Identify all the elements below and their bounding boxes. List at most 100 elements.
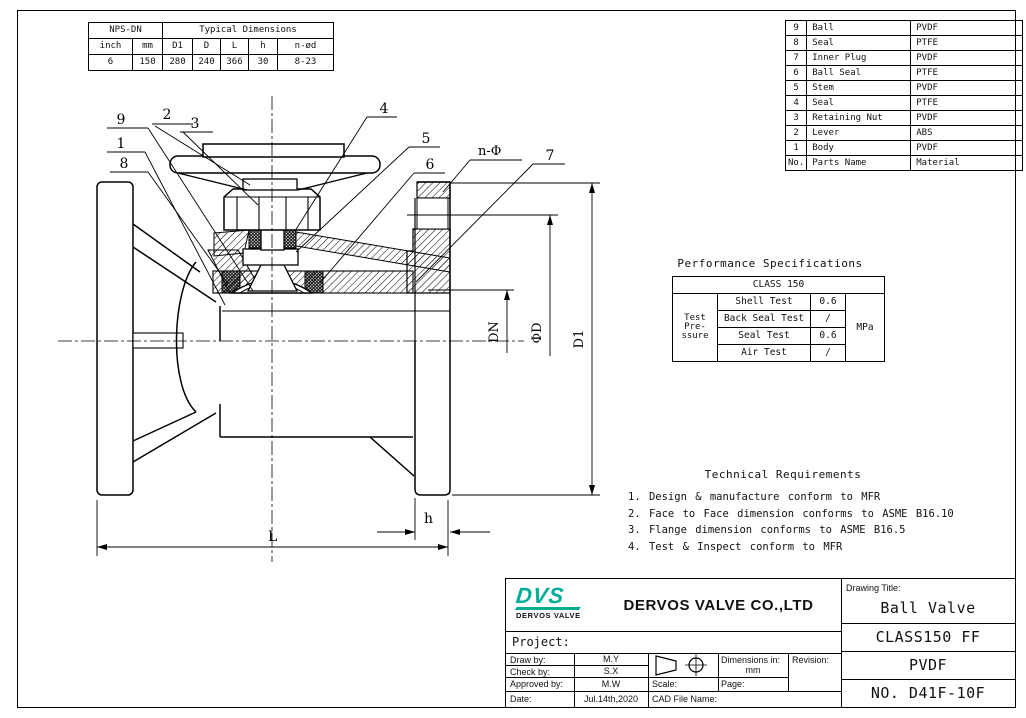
part-name: Ball <box>806 20 912 36</box>
callout-4: 4 <box>380 101 389 117</box>
part-material: PVDF <box>910 110 1024 126</box>
table-row: CLASS 150 <box>672 276 885 294</box>
drawing-title-label: Drawing Title: <box>846 583 901 593</box>
val-d1: 280 <box>162 54 193 71</box>
seal-sections <box>221 270 324 294</box>
table-row: 6 150 280 240 366 30 8-23 <box>88 54 334 71</box>
col-l: L <box>220 38 249 55</box>
unit-label: MPa <box>845 293 885 362</box>
val-inch: 6 <box>88 54 133 71</box>
project-label: Project: <box>512 635 570 649</box>
technical-requirements-title: Technical Requirements <box>704 468 862 481</box>
class-header: CLASS 150 <box>672 276 885 294</box>
part-no: 9 <box>784 20 808 36</box>
dimensions-in-label: Dimensions in: <box>721 655 781 665</box>
dim-label-phid: ΦD <box>530 322 545 343</box>
part-no: 8 <box>784 35 808 51</box>
dimension-labels: L h DN ΦD D1 n-Φ <box>268 144 587 545</box>
check-by-value: S.X <box>603 666 619 676</box>
val-mm: 150 <box>132 54 163 71</box>
part-no: 5 <box>784 80 808 96</box>
company-name: DERVOS VALVE CO.,LTD <box>623 596 814 614</box>
part-name: Retaining Nut <box>806 110 912 126</box>
scale-label: Scale: <box>652 679 678 689</box>
dim-label-dn: DN <box>487 321 502 343</box>
part-material: PVDF <box>910 80 1024 96</box>
date-value: Jul.14th,2020 <box>583 694 639 704</box>
company-logo: DVS DERVOS VALVE <box>515 583 596 621</box>
table-row: Test Pre- ssure Shell Test 0.6 MPa <box>672 293 885 362</box>
part-name: Body <box>806 140 912 156</box>
test-value: / <box>810 344 846 362</box>
part-no: 7 <box>784 50 808 66</box>
part-no: 3 <box>784 110 808 126</box>
part-name: Inner Plug <box>806 50 912 66</box>
col-inch: inch <box>88 38 133 55</box>
part-name: Lever <box>806 125 912 141</box>
part-material: PTFE <box>910 65 1024 81</box>
bolt-note-leader <box>442 159 522 193</box>
part-material: PVDF <box>910 20 1024 36</box>
typical-dimensions-header: Typical Dimensions <box>162 22 334 39</box>
logo-subtext: DERVOS VALVE <box>516 611 581 621</box>
technical-requirements-list: 1. Design & manufacture conform to MFR 2… <box>628 489 988 555</box>
header-parts-name: Parts Name <box>806 155 912 171</box>
parts-row: 9 Ball PVDF <box>784 20 1024 36</box>
part-no: 6 <box>784 65 808 81</box>
tech-item: 4. Test & Inspect conform to MFR <box>628 540 843 553</box>
callout-6: 6 <box>426 157 435 173</box>
col-d: D <box>192 38 221 55</box>
dimension-arrows <box>97 183 595 550</box>
dim-label-d1: D1 <box>572 330 587 349</box>
part-name: Seal <box>806 35 912 51</box>
material-value: PVDF <box>908 656 948 674</box>
part-no: 1 <box>784 140 808 156</box>
tech-item: 2. Face to Face dimension conforms to AS… <box>628 507 954 520</box>
val-d: 240 <box>192 54 221 71</box>
callout-9: 9 <box>117 112 126 128</box>
col-d1: D1 <box>162 38 193 55</box>
callout-8: 8 <box>120 156 129 172</box>
drawing-title-value: Ball Valve <box>880 599 976 617</box>
part-material: PVDF <box>910 50 1024 66</box>
callout-2: 2 <box>163 107 172 123</box>
table-row: inch mm D1 D L h n-ød <box>88 38 334 55</box>
callout-1: 1 <box>117 136 126 152</box>
val-nod: 8-23 <box>277 54 334 71</box>
part-no: 2 <box>784 125 808 141</box>
test-pressure-label: Test Pre- ssure <box>672 293 718 362</box>
page-label: Page: <box>721 679 745 689</box>
test-name: Shell Test <box>717 293 811 311</box>
centerlines <box>58 96 524 562</box>
callout-numbers: 9 2 3 1 8 4 5 6 7 <box>117 101 555 173</box>
test-value: 0.6 <box>810 327 846 345</box>
stem-assembly <box>169 143 381 292</box>
performance-table: CLASS 150 Test Pre- ssure Shell Test 0.6… <box>672 276 885 362</box>
nps-dn-header: NPS-DN <box>88 22 163 39</box>
revision-label: Revision: <box>792 655 830 665</box>
table-row: NPS-DN Typical Dimensions <box>88 22 334 39</box>
logo-swoosh <box>515 606 581 610</box>
date-label: Date: <box>510 694 532 704</box>
dim-label-h: h <box>424 511 433 527</box>
drawing-number-value: NO. D41F-10F <box>870 684 986 702</box>
dimensions-in-value: mm <box>745 665 761 675</box>
title-block: DVS DERVOS VALVE DERVOS VALVE CO.,LTD Pr… <box>505 578 1016 708</box>
dimension-lines <box>96 182 600 556</box>
header-material: Material <box>910 155 1024 171</box>
test-name: Back Seal Test <box>717 310 811 328</box>
col-mm: mm <box>132 38 163 55</box>
class-value: CLASS150 FF <box>875 628 981 646</box>
part-material: PVDF <box>910 140 1024 156</box>
projection-symbol <box>655 654 707 676</box>
draw-by-value: M.Y <box>602 654 619 664</box>
cad-file-label: CAD File Name: <box>652 694 718 704</box>
